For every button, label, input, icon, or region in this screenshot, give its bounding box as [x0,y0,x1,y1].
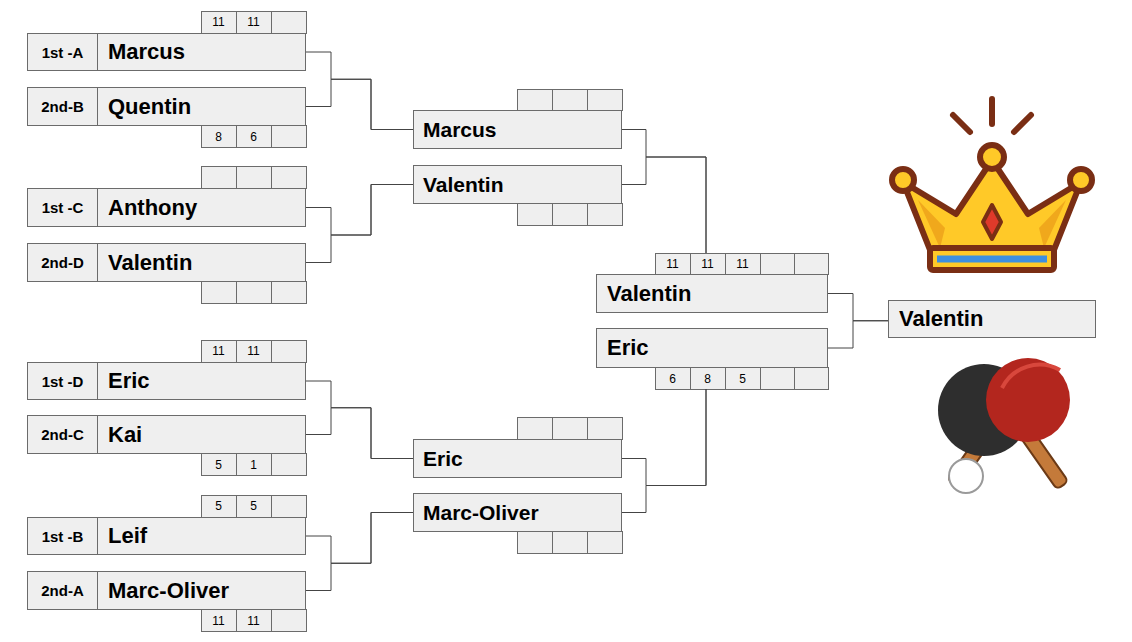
score-cell: 6 [655,368,690,390]
bracket-line [622,389,706,486]
winner-slot: Valentin [413,165,622,204]
seed-label: 1st -C [28,189,98,226]
score-cell: 5 [725,368,760,390]
score-cell: 11 [655,253,690,275]
winner-slot: Valentin [596,274,828,313]
seed-label: 1st -B [28,518,98,554]
player-slot: 2nd-DValentin [27,243,306,282]
player-name: Kai [98,416,305,453]
bracket-line [306,185,413,236]
player-slot: 1st -AMarcus [27,33,306,71]
winner-slot: Marcus [413,110,622,149]
score-cell: 5 [201,454,236,476]
seed-label: 2nd-D [28,244,98,281]
bracket-line [306,185,413,263]
crown-icon [892,99,1092,270]
winner-slot: Eric [596,328,828,368]
score-cell: 11 [201,340,236,362]
score-cell: 11 [690,253,725,275]
score-cell: 11 [725,253,760,275]
score-cell: 11 [201,11,236,33]
player-name: Marc-Oliver [414,494,621,531]
player-name: Anthony [98,189,305,226]
bracket-line [622,157,706,253]
player-name: Eric [414,440,621,477]
bracket-line [306,52,413,130]
score-cell: 6 [236,126,271,148]
bracket-line [622,389,706,513]
score-cell: 1 [236,454,271,476]
bracket-line [828,321,888,348]
bracket-line [622,130,706,254]
bracket-line [828,294,888,321]
score-cell: 8 [690,368,725,390]
player-slot: 1st -BLeif [27,517,306,555]
score-cell: 11 [236,610,271,632]
score-cell: 11 [236,11,271,33]
player-slot: 2nd-BQuentin [27,87,306,126]
bracket-line [306,381,413,459]
winner-slot: Marc-Oliver [413,493,622,532]
winner-slot: Eric [413,439,622,478]
player-name: Marcus [414,111,621,148]
player-name: Eric [597,329,827,367]
player-name: Valentin [597,275,827,312]
player-slot: 1st -CAnthony [27,188,306,227]
bracket-line [306,513,413,564]
score-cell: 11 [201,610,236,632]
seed-label: 1st -D [28,363,98,399]
score-cell: 11 [236,340,271,362]
player-name: Quentin [98,88,305,125]
bracket-line [306,79,413,129]
bracket-line [306,408,413,459]
score-cell: 5 [201,495,236,517]
score-cell: 5 [236,495,271,517]
player-slot: 1st -DEric [27,362,306,400]
seed-label: 1st -A [28,34,98,70]
player-name: Marc-Oliver [98,572,305,609]
player-slot: 2nd-AMarc-Oliver [27,571,306,610]
player-name: Valentin [98,244,305,281]
player-name: Leif [98,518,305,554]
player-slot: 2nd-CKai [27,415,306,454]
paddles-icon [938,358,1070,493]
seed-label: 2nd-A [28,572,98,609]
winner-slot: Valentin [888,300,1096,338]
player-name: Marcus [98,34,305,70]
bracket-line [306,513,413,591]
seed-label: 2nd-B [28,88,98,125]
player-name: Valentin [889,301,1095,337]
seed-label: 2nd-C [28,416,98,453]
player-name: Valentin [414,166,621,203]
score-cell: 8 [201,126,236,148]
player-name: Eric [98,363,305,399]
